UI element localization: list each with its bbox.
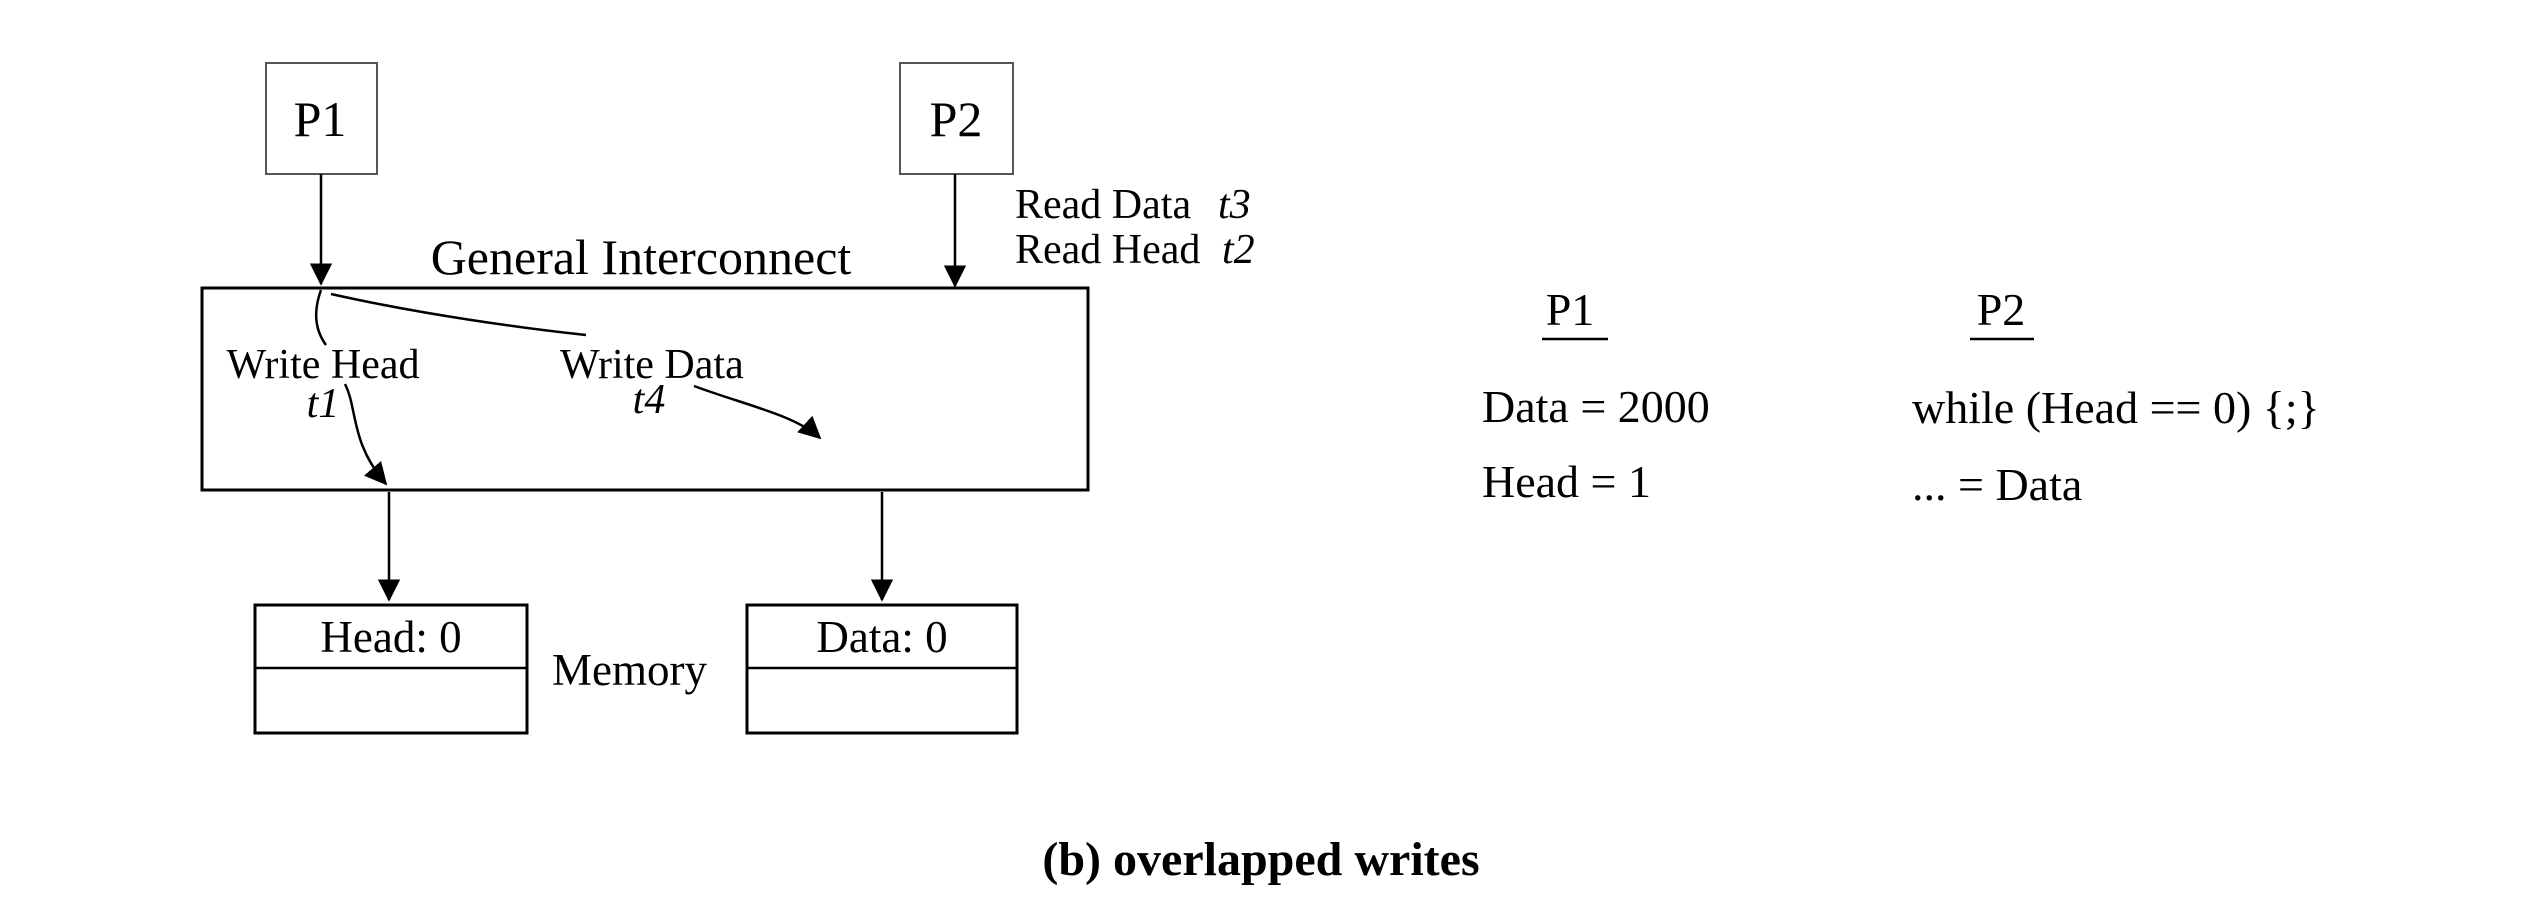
p1-processor-label: P1	[294, 91, 347, 147]
write-data-time-t4: t4	[633, 377, 666, 423]
figure-caption: (b) overlapped writes	[1042, 833, 1479, 886]
interconnect-title: General Interconnect	[431, 229, 852, 285]
write-data-arrow	[693, 384, 822, 440]
head-memory-value: Head: 0	[320, 612, 461, 662]
code-p2-header: P2	[1977, 284, 2026, 335]
code-p2-line-1: while (Head == 0) {;}	[1912, 382, 2320, 433]
write-data-label: Write Data	[560, 342, 744, 388]
read-head-time-t2: t2	[1222, 227, 1255, 273]
p2-processor-label: P2	[930, 91, 983, 147]
read-head-label: Read Head	[1015, 227, 1200, 273]
code-p1-line-1: Data = 2000	[1482, 381, 1710, 432]
p2-processor-box	[899, 62, 1014, 175]
code-p1-header: P1	[1546, 284, 1595, 335]
interconnect-box	[200, 286, 1090, 492]
write-head-time-t1: t1	[307, 381, 340, 427]
code-p2-line-2: ... = Data	[1912, 459, 2082, 510]
data-memory-value: Data: 0	[816, 612, 947, 662]
memory-label: Memory	[552, 645, 707, 695]
read-data-time-t3: t3	[1218, 182, 1251, 228]
code-p1-line-2: Head = 1	[1482, 456, 1651, 507]
write-head-curve-arrow	[343, 383, 388, 486]
write-head-curve-upper	[314, 289, 328, 346]
write-data-diagonal-line	[330, 292, 587, 337]
write-head-label: Write Head	[226, 342, 419, 388]
read-data-label: Read Data	[1015, 182, 1191, 228]
